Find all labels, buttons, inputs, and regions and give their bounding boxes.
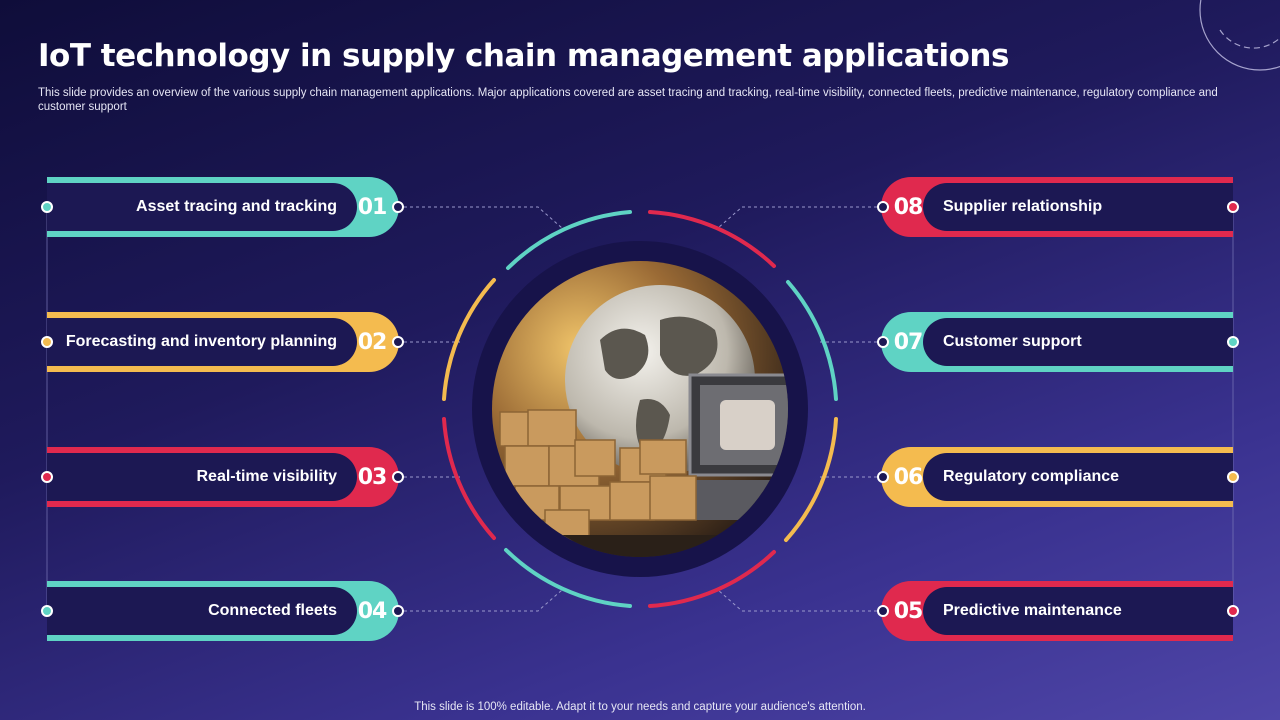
application-label: Predictive maintenance	[943, 602, 1122, 619]
application-label: Connected fleets	[208, 602, 337, 619]
rail-dot-right-07	[1227, 336, 1239, 348]
connector-dot-05	[877, 605, 889, 617]
rail-dot-right-05	[1227, 605, 1239, 617]
application-item-01: Asset tracing and tracking 01	[47, 177, 399, 237]
rail-dot-left-03	[41, 471, 53, 483]
connector-dot-06	[877, 471, 889, 483]
application-number: 06	[893, 464, 924, 490]
application-label: Supplier relationship	[943, 198, 1103, 215]
connector-dot-07	[877, 336, 889, 348]
application-label: Regulatory compliance	[943, 468, 1120, 485]
rail-dot-right-06	[1227, 471, 1239, 483]
application-item-04: Connected fleets 04	[47, 581, 399, 641]
application-label: Asset tracing and tracking	[136, 198, 337, 215]
application-number: 05	[893, 598, 924, 624]
page-subtitle: This slide provides an overview of the v…	[38, 87, 1218, 113]
corner-ring-decoration	[1199, 0, 1280, 71]
application-item-07: Customer support 07	[881, 312, 1233, 372]
application-label: Real-time visibility	[196, 468, 338, 485]
application-number: 08	[893, 194, 924, 220]
connector-dot-01	[392, 201, 404, 213]
application-item-02: Forecasting and inventory planning 02	[47, 312, 399, 372]
rail-dot-left-01	[41, 201, 53, 213]
application-label: Forecasting and inventory planning	[65, 333, 337, 350]
rail-dot-right-08	[1227, 201, 1239, 213]
application-number: 03	[357, 464, 388, 490]
application-label: Customer support	[943, 333, 1082, 350]
application-item-06: Regulatory compliance 06	[881, 447, 1233, 507]
application-number: 04	[357, 598, 388, 624]
connector-dot-04	[392, 605, 404, 617]
application-item-05: Predictive maintenance 05	[881, 581, 1233, 641]
rail-dot-left-02	[41, 336, 53, 348]
application-number: 02	[357, 329, 388, 355]
application-number: 01	[357, 194, 388, 220]
page-title: IoT technology in supply chain managemen…	[38, 38, 1009, 74]
connector-dot-02	[392, 336, 404, 348]
footer-note: This slide is 100% editable. Adapt it to…	[414, 701, 866, 713]
application-item-08: Supplier relationship 08	[881, 177, 1233, 237]
application-item-03: Real-time visibility 03	[47, 447, 399, 507]
application-number: 07	[893, 329, 924, 355]
connector-dot-03	[392, 471, 404, 483]
rail-dot-left-04	[41, 605, 53, 617]
connector-dot-08	[877, 201, 889, 213]
